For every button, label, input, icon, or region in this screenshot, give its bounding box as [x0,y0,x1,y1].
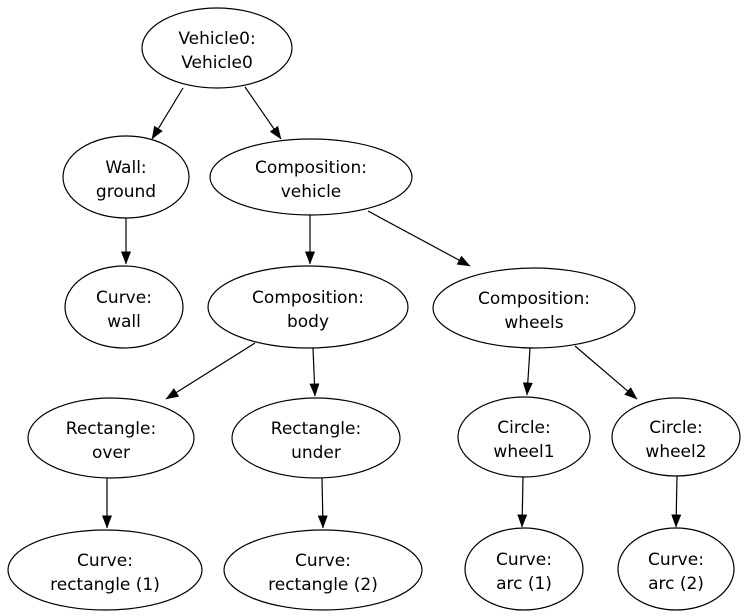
node-circle-wheel1: Circle: wheel1 [457,396,591,478]
node-ellipse-curve-arc-1 [464,527,584,611]
node-ellipse-curve-rectangle-1 [7,529,203,611]
edge-vehicle0-to-wall-ground [151,87,184,140]
node-vehicle0: Vehicle0: Vehicle0 [141,7,293,89]
edge-composition-body-to-rectangle-over [165,342,256,400]
node-label-line: ground [96,182,156,202]
node-ellipse-curve-rectangle-2 [223,529,423,611]
node-label-line: Curve: [77,551,133,571]
edge-composition-body-to-rectangle-under [309,347,320,397]
node-label-line: Composition: [255,158,367,178]
node-label-line: Rectangle: [66,419,156,439]
node-label-line: Wall: [105,158,146,178]
node-label-line: rectangle (2) [268,575,378,595]
node-label-line: wheel2 [645,442,706,462]
nodes-layer: Vehicle0:Vehicle0Wall:groundComposition:… [7,7,741,611]
node-label-line: over [92,443,130,463]
node-label-line: Curve: [96,288,152,308]
node-label-curve-wall: Curve: wall [96,288,152,332]
node-label-curve-rectangle-1: Curve: rectangle (1) [50,551,160,595]
edge-composition-wheels-to-circle-wheel1 [522,347,533,396]
node-ellipse-circle-wheel1 [457,396,591,478]
node-label-line: arc (2) [648,574,704,594]
node-curve-rectangle-2: Curve: rectangle (2) [223,529,423,611]
node-label-circle-wheel1: Circle: wheel1 [493,418,554,462]
node-ellipse-curve-wall [64,265,184,349]
node-ellipse-rectangle-under [231,397,401,479]
node-label-composition-vehicle: Composition: vehicle [255,158,367,202]
node-circle-wheel2: Circle: wheel2 [611,397,741,477]
node-label-line: Circle: [649,418,702,438]
node-curve-wall: Curve: wall [64,265,184,349]
edge-composition-wheels-to-circle-wheel2 [574,345,638,400]
node-curve-arc-2: Curve: arc (2) [617,527,735,611]
node-label-line: Curve: [648,550,704,570]
node-composition-wheels: Composition: wheels [432,267,636,349]
node-ellipse-curve-arc-2 [617,527,735,611]
node-label-curve-arc-1: Curve: arc (1) [496,550,552,594]
node-ellipse-vehicle0 [141,7,293,89]
node-rectangle-under: Rectangle: under [231,397,401,479]
node-label-composition-body: Composition: body [252,288,364,332]
node-ellipse-composition-body [207,265,409,349]
node-label-line: wall [107,312,141,332]
edge-composition-vehicle-to-composition-wheels [367,210,471,267]
node-label-wall-ground: Wall: ground [96,158,156,202]
node-label-line: Vehicle0: [178,29,255,49]
node-ellipse-wall-ground [62,135,190,219]
edge-vehicle0-to-composition-vehicle [244,86,282,140]
edge-circle-wheel1-to-curve-arc-1 [517,476,528,528]
node-label-line: under [291,443,341,463]
node-label-curve-arc-2: Curve: arc (2) [648,550,704,594]
node-label-line: Curve: [295,551,351,571]
node-label-circle-wheel2: Circle: wheel2 [645,418,706,462]
node-curve-arc-1: Curve: arc (1) [464,527,584,611]
node-label-line: Circle: [497,418,550,438]
node-label-line: Curve: [496,550,552,570]
node-label-line: Rectangle: [271,419,361,439]
node-label-line: vehicle [281,182,342,202]
node-label-line: arc (1) [496,574,552,594]
edge-circle-wheel2-to-curve-arc-2 [671,475,682,528]
edge-rectangle-under-to-curve-rectangle-2 [317,477,328,529]
node-ellipse-rectangle-over [27,397,195,479]
edges-layer [102,86,682,529]
node-label-line: Composition: [252,288,364,308]
node-label-line: rectangle (1) [50,575,160,595]
node-label-curve-rectangle-2: Curve: rectangle (2) [268,551,378,595]
node-ellipse-composition-vehicle [209,138,413,216]
node-composition-vehicle: Composition: vehicle [209,138,413,216]
node-label-line: Vehicle0 [181,53,253,73]
node-label-rectangle-under: Rectangle: under [271,419,361,463]
node-ellipse-circle-wheel2 [611,397,741,477]
node-label-line: wheel1 [493,442,554,462]
node-composition-body: Composition: body [207,265,409,349]
node-label-line: Composition: [478,289,590,309]
node-curve-rectangle-1: Curve: rectangle (1) [7,529,203,611]
node-label-line: wheels [504,313,563,333]
node-ellipse-composition-wheels [432,267,636,349]
node-rectangle-over: Rectangle: over [27,397,195,479]
node-label-composition-wheels: Composition: wheels [478,289,590,333]
node-wall-ground: Wall: ground [62,135,190,219]
node-label-line: body [287,312,329,332]
node-label-rectangle-over: Rectangle: over [66,419,156,463]
node-label-vehicle0: Vehicle0: Vehicle0 [178,29,255,73]
